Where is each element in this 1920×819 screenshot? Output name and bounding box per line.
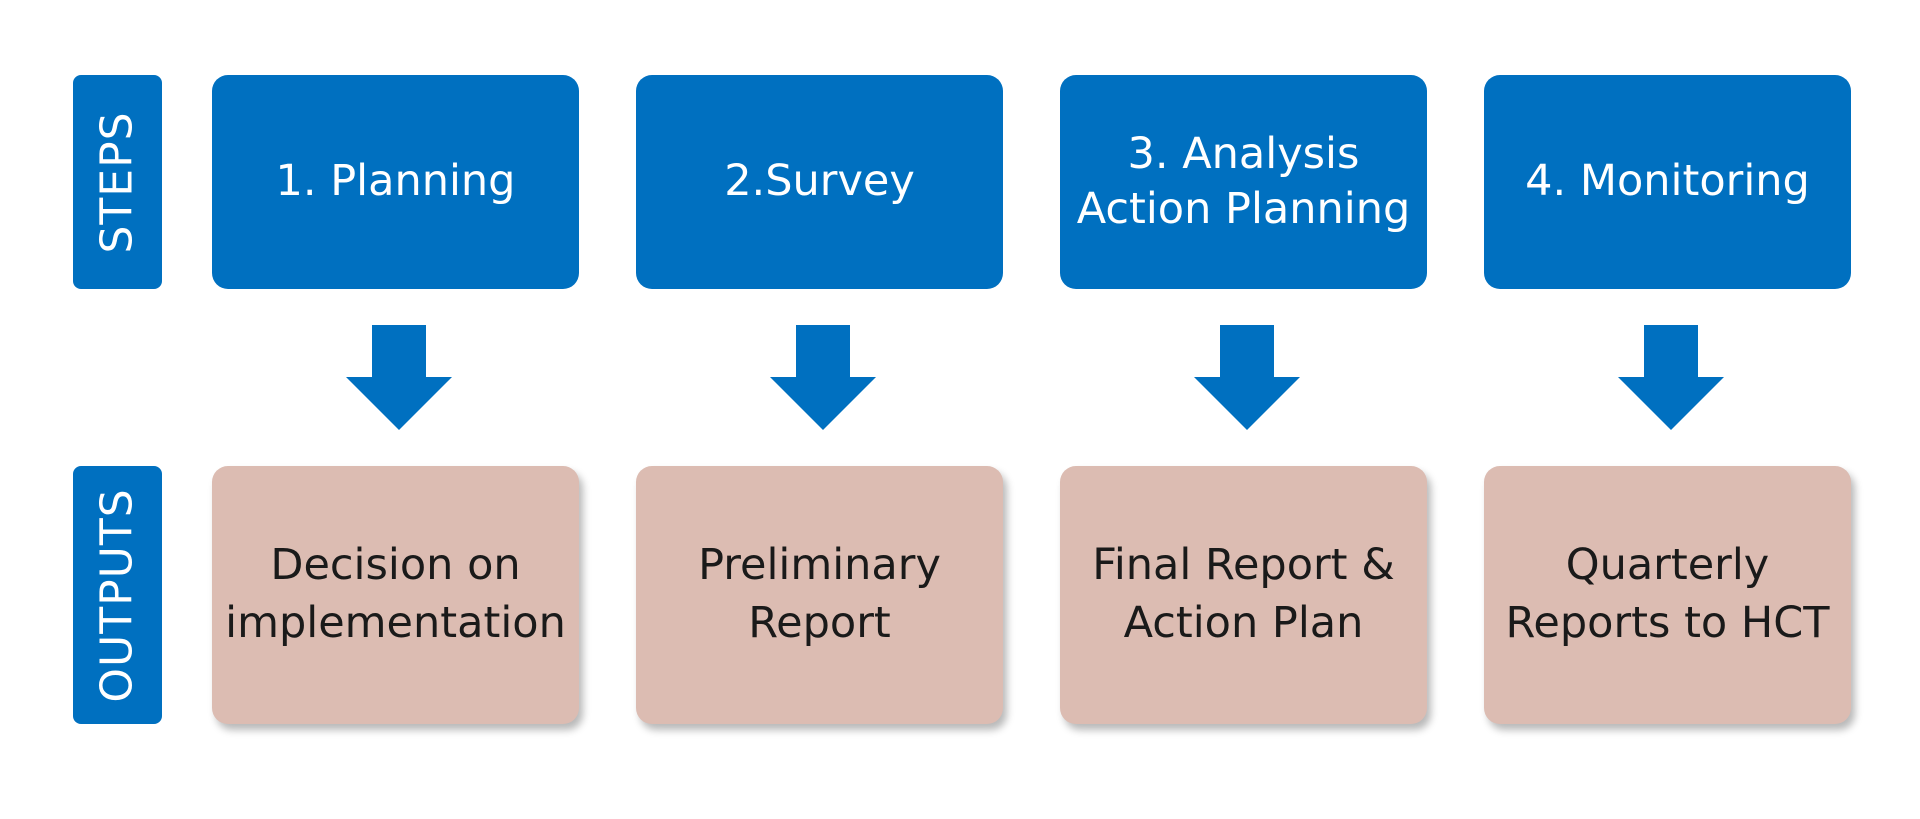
step-box-monitoring: 4. Monitoring: [1484, 75, 1851, 289]
step-box-planning: 1. Planning: [212, 75, 579, 289]
output-text: Action Plan: [1123, 598, 1364, 648]
output-text: Report: [748, 598, 891, 648]
steps-row-label-text: STEPS: [92, 110, 144, 254]
output-box-quarterly-reports: Quarterly Reports to HCT: [1484, 466, 1851, 724]
output-box-preliminary-report: Preliminary Report: [636, 466, 1003, 724]
step-text: 4. Monitoring: [1525, 156, 1810, 207]
output-box-decision: Decision on implementation: [212, 466, 579, 724]
output-text: Reports to HCT: [1505, 598, 1830, 648]
down-arrow-icon: [346, 325, 452, 430]
step-box-analysis: 3. Analysis Action Planning: [1060, 75, 1427, 289]
output-box-final-report: Final Report & Action Plan: [1060, 466, 1427, 724]
outputs-row-label: OUTPUTS: [73, 466, 162, 724]
down-arrow-icon: [1194, 325, 1300, 430]
step-text: 3. Analysis: [1127, 128, 1360, 179]
step-text: 2.Survey: [724, 156, 915, 207]
down-arrow-icon: [1618, 325, 1724, 430]
step-box-survey: 2.Survey: [636, 75, 1003, 289]
step-text: Action Planning: [1076, 184, 1411, 234]
output-text: Final Report &: [1092, 540, 1395, 591]
step-text: 1. Planning: [275, 156, 516, 207]
outputs-row-label-text: OUTPUTS: [92, 487, 144, 703]
down-arrow-icon: [770, 325, 876, 430]
output-text: Quarterly: [1565, 540, 1770, 591]
output-text: implementation: [225, 598, 566, 648]
output-text: Preliminary: [698, 540, 941, 591]
output-text: Decision on: [270, 540, 521, 591]
steps-row-label: STEPS: [73, 75, 162, 289]
